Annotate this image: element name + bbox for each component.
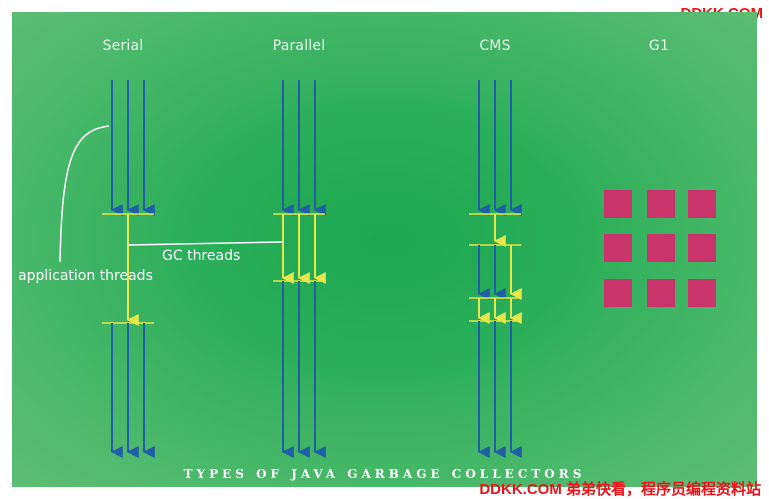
thread-lines (59, 80, 522, 458)
gc-threads-connector (127, 241, 284, 246)
g1-region (604, 234, 632, 262)
gc-types-diagram: Serial Parallel CMS G1 (12, 12, 757, 487)
g1-region (647, 190, 675, 218)
serial-collector (102, 80, 155, 458)
g1-region (604, 190, 632, 218)
application-threads-label: application threads (18, 268, 153, 284)
column-title-serial: Serial (102, 38, 144, 54)
g1-region (647, 234, 675, 262)
g1-region (688, 190, 716, 218)
watermark-bottom: DDKK.COM 弟弟快看，程序员编程资料站 (479, 481, 761, 498)
gc-threads-label: GC threads (162, 248, 241, 264)
column-title-parallel: Parallel (272, 38, 326, 54)
g1-region (647, 279, 675, 307)
parallel-collector (273, 80, 326, 458)
diagram-caption: TYPES OF JAVA GARBAGE COLLECTORS (183, 467, 586, 481)
g1-region (688, 279, 716, 307)
cms-collector (469, 80, 522, 458)
column-title-g1: G1 (648, 38, 670, 54)
g1-region (688, 234, 716, 262)
column-title-cms: CMS (479, 38, 511, 54)
g1-region (604, 279, 632, 307)
application-threads-connector (59, 125, 110, 263)
